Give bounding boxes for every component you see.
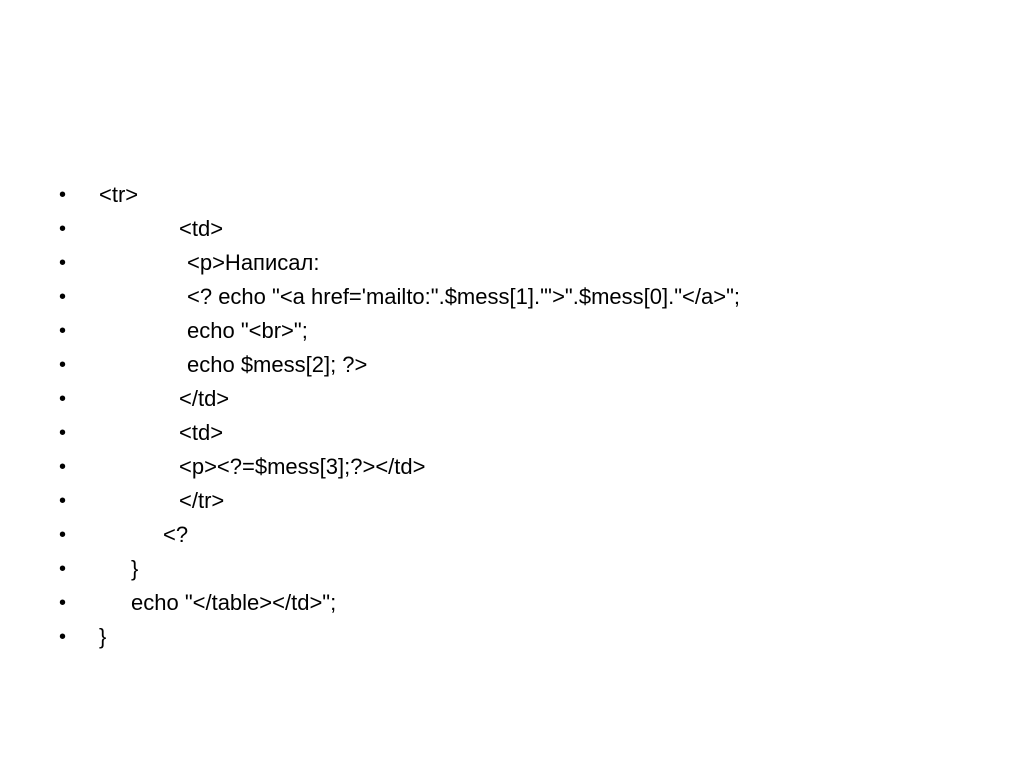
code-line: <? echo "<a href='mailto:".$mess[1]."'>"… bbox=[187, 284, 740, 309]
list-item: • <td> bbox=[0, 212, 1024, 246]
code-line: <p>Написал: bbox=[187, 250, 320, 275]
code-line: echo "<br>"; bbox=[187, 318, 308, 343]
bullet-icon: • bbox=[59, 252, 67, 274]
code-line: echo $mess[2]; ?> bbox=[187, 352, 368, 377]
list-item: • <p><?=$mess[3];?></td> bbox=[0, 450, 1024, 484]
code-line: <? bbox=[163, 522, 189, 547]
code-line: <p><?=$mess[3];?></td> bbox=[179, 454, 426, 479]
list-item: • <? echo "<a href='mailto:".$mess[1]."'… bbox=[0, 280, 1024, 314]
code-line: } bbox=[99, 624, 107, 649]
code-line: <td> bbox=[179, 216, 224, 241]
list-item: • <td> bbox=[0, 416, 1024, 450]
code-line: <tr> bbox=[99, 182, 139, 207]
bullet-icon: • bbox=[59, 422, 67, 444]
list-item: • </tr> bbox=[0, 484, 1024, 518]
bullet-icon: • bbox=[59, 456, 67, 478]
bullet-icon: • bbox=[59, 490, 67, 512]
bullet-icon: • bbox=[59, 388, 67, 410]
bullet-icon: • bbox=[59, 626, 67, 648]
code-line: <td> bbox=[179, 420, 224, 445]
list-item: • echo "</table></td>"; bbox=[0, 586, 1024, 620]
list-item: • <? bbox=[0, 518, 1024, 552]
code-bullet-list: • <tr> • <td> • <p>Написал: • <? echo "<… bbox=[0, 178, 1024, 654]
list-item: • echo $mess[2]; ?> bbox=[0, 348, 1024, 382]
list-item: • </td> bbox=[0, 382, 1024, 416]
list-item: • } bbox=[0, 552, 1024, 586]
code-line: } bbox=[131, 556, 139, 581]
bullet-icon: • bbox=[59, 354, 67, 376]
code-line: </tr> bbox=[179, 488, 225, 513]
bullet-icon: • bbox=[59, 592, 67, 614]
bullet-icon: • bbox=[59, 320, 67, 342]
list-item: • } bbox=[0, 620, 1024, 654]
bullet-icon: • bbox=[59, 286, 67, 308]
list-item: • echo "<br>"; bbox=[0, 314, 1024, 348]
code-line: echo "</table></td>"; bbox=[131, 590, 337, 615]
bullet-icon: • bbox=[59, 558, 67, 580]
list-item: • <p>Написал: bbox=[0, 246, 1024, 280]
bullet-icon: • bbox=[59, 218, 67, 240]
bullet-icon: • bbox=[59, 524, 67, 546]
code-line: </td> bbox=[179, 386, 230, 411]
bullet-icon: • bbox=[59, 184, 67, 206]
list-item: • <tr> bbox=[0, 178, 1024, 212]
